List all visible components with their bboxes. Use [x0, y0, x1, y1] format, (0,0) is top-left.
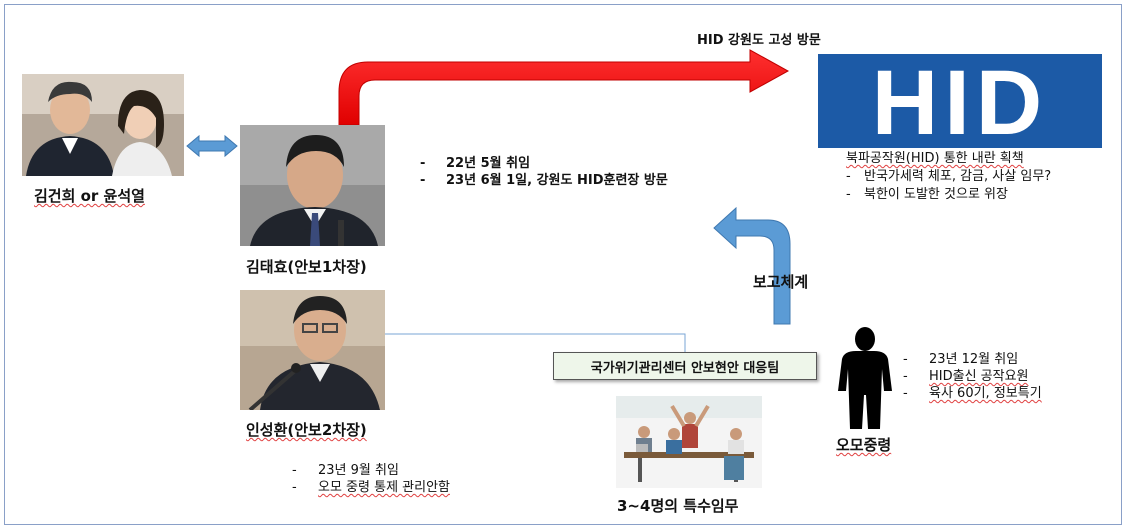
double-arrow — [186, 134, 238, 158]
team-photo — [616, 396, 762, 488]
kim-note: 23년 6월 1일, 강원도 HID훈련장 방문 — [420, 172, 668, 189]
kim-photo — [240, 125, 385, 246]
hid-title: 북파공작원(HID) 통한 내란 획책 — [846, 151, 1024, 166]
couple-photo — [22, 74, 184, 176]
in-notes: 23년 9월 취임 오모 중령 통제 관리안함 — [292, 462, 450, 496]
red-arrow — [338, 49, 790, 126]
omo-label: 오모중령 — [836, 436, 892, 454]
hid-desc: 북파공작원(HID) 통한 내란 획책 -반국가세력 체포, 감금, 사살 임무… — [846, 150, 1051, 204]
silhouette-icon — [838, 327, 892, 429]
red-arrow-label: HID 강원도 고성 방문 — [697, 33, 821, 48]
in-photo — [240, 290, 385, 410]
couple-label: 김건희 or 윤석열 — [34, 187, 145, 205]
hid-logo-text: HID — [872, 54, 1048, 148]
omo-note: HID출신 공작요원 — [903, 368, 1042, 385]
omo-notes: 23년 12월 취임 HID출신 공작요원 육사 60기, 정보특기 — [903, 351, 1042, 402]
omo-note: 육사 60기, 정보특기 — [903, 385, 1042, 402]
in-label: 인성환(안보2차장) — [246, 421, 367, 439]
kim-notes: 22년 5월 취임 23년 6월 1일, 강원도 HID훈련장 방문 — [420, 155, 668, 189]
hid-bullet: -반국가세력 체포, 감금, 사살 임무? — [846, 169, 1052, 184]
report-arrow — [713, 206, 791, 325]
in-note: 23년 9월 취임 — [292, 462, 450, 479]
kim-note: 22년 5월 취임 — [420, 155, 668, 172]
in-note: 오모 중령 통제 관리안함 — [292, 479, 450, 496]
task-box: 국가위기관리센터 안보현안 대응팀 — [553, 352, 817, 380]
hid-bullet: -북한이 도발한 것으로 위장 — [846, 187, 1008, 202]
hid-logo: HID — [818, 54, 1102, 148]
team-caption: 3~4명의 특수임무 — [617, 497, 739, 515]
omo-note: 23년 12월 취임 — [903, 351, 1042, 368]
kim-label: 김태효(안보1차장) — [246, 258, 367, 276]
report-label: 보고체계 — [753, 273, 809, 291]
connector-line — [385, 333, 686, 353]
diagram-frame — [4, 4, 1122, 525]
